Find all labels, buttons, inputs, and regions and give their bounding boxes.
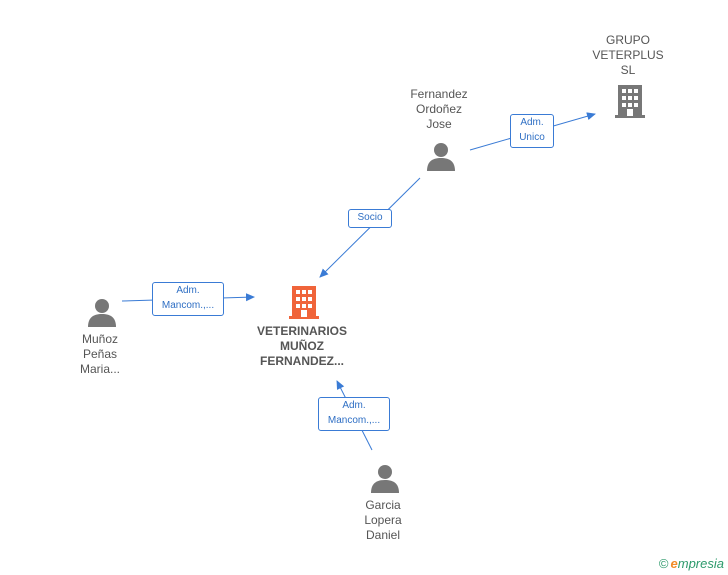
munoz-line-2: Peñas	[82, 347, 118, 361]
adm-mancom-left-line-2: Mancom.,...	[161, 300, 215, 311]
munoz-line-3: Maria...	[79, 362, 120, 376]
brand-name: mpresia	[677, 556, 724, 571]
munoz-line-1: Muñoz	[81, 332, 119, 346]
adm-mancom-left-line-1: Adm.	[176, 285, 200, 296]
fernandez-label[interactable]: Fernandez Ordoñez Jose	[389, 87, 489, 132]
grupo-veterplus-label[interactable]: GRUPO VETERPLUS SL	[578, 33, 678, 78]
main-line-1: VETERINARIOS	[256, 324, 347, 338]
main-line-3: FERNANDEZ...	[260, 354, 344, 368]
person-icon[interactable]	[370, 463, 400, 493]
adm-mancom-bottom-line-1: Adm.	[342, 400, 366, 411]
grupo-line-2: VETERPLUS	[592, 48, 664, 62]
edge-label-adm-unico[interactable]: Adm. Unico	[510, 114, 554, 148]
veterinarios-label[interactable]: VETERINARIOS MUÑOZ FERNANDEZ...	[242, 324, 362, 369]
brand-initial: e	[670, 556, 678, 571]
munoz-label[interactable]: Muñoz Peñas Maria...	[50, 332, 150, 377]
garcia-line-1: Garcia	[365, 498, 401, 512]
socio-text: Socio	[357, 212, 383, 223]
edge-label-adm-mancom-left[interactable]: Adm. Mancom.,...	[152, 282, 224, 316]
fernandez-line-3: Jose	[426, 117, 452, 131]
person-icon[interactable]	[87, 297, 117, 327]
grupo-line-1: GRUPO	[605, 33, 650, 47]
edge-label-adm-mancom-bottom[interactable]: Adm. Mancom.,...	[318, 397, 390, 431]
adm-mancom-bottom-line-2: Mancom.,...	[327, 415, 381, 426]
copyright-icon: ©	[658, 556, 669, 571]
garcia-line-3: Daniel	[365, 528, 401, 542]
grupo-line-3: SL	[620, 63, 636, 77]
building-icon[interactable]	[614, 84, 646, 118]
fernandez-line-1: Fernandez	[410, 87, 468, 101]
adm-unico-line-1: Adm.	[520, 117, 544, 128]
main-line-2: MUÑOZ	[280, 339, 324, 353]
empresia-footer[interactable]: ©empresia	[659, 556, 724, 571]
garcia-label[interactable]: Garcia Lopera Daniel	[333, 498, 433, 543]
edge-label-socio[interactable]: Socio	[348, 209, 392, 228]
person-icon[interactable]	[426, 141, 456, 171]
garcia-line-2: Lopera	[364, 513, 402, 527]
adm-unico-line-2: Unico	[519, 132, 545, 143]
fernandez-line-2: Ordoñez	[415, 102, 463, 116]
building-icon[interactable]	[288, 285, 320, 319]
